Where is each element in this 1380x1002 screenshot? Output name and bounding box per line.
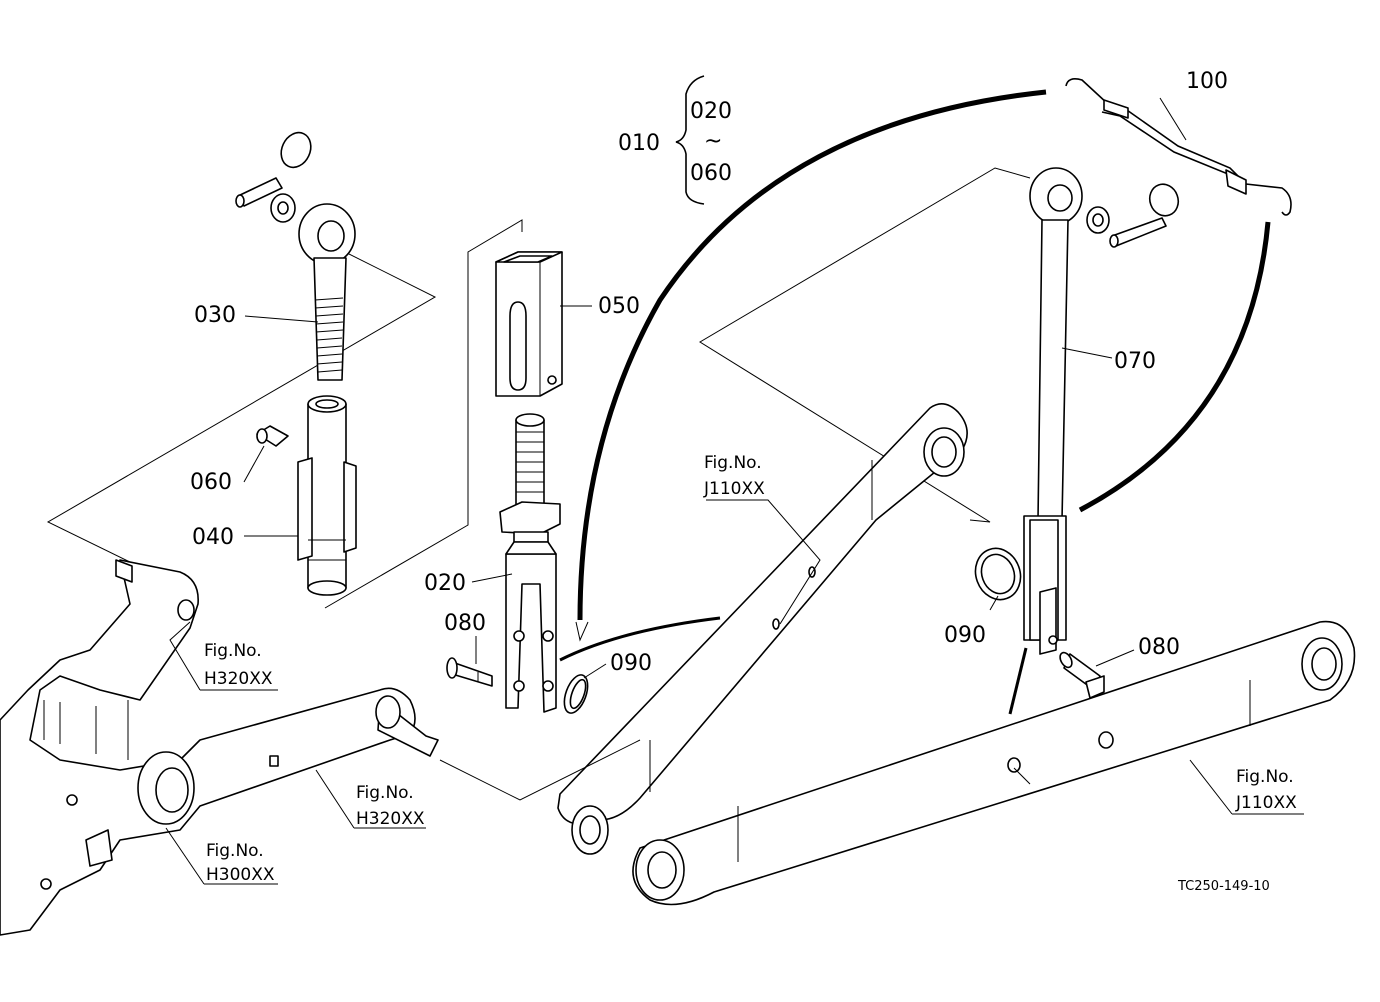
part-050-square-sleeve [495,251,563,397]
fig-ref-j110-lower-label: Fig.No. [1236,767,1294,787]
part-060-grease-nipple [256,425,289,447]
drawing-code: TC250-149-10 [1177,879,1270,894]
thread-lines [314,297,344,373]
label-020: 020 [424,571,466,596]
lower-link-left-arm [557,403,968,855]
right-pin-set [1086,183,1180,248]
label-060: 060 [190,470,232,495]
fig-ref-j110-upper-code: J110XX [703,479,765,499]
part-040-sleeve [297,395,357,596]
fig-ref-h300-code: H300XX [206,865,275,885]
part-070-lift-rod [1023,167,1083,655]
label-040: 040 [192,525,234,550]
label-080-left: 080 [444,611,486,636]
label-060-range-end: 060 [690,161,732,186]
lower-link-right-arm [632,620,1356,906]
fig-ref-j110-upper-label: Fig.No. [704,453,762,473]
part-080-pin-left [446,657,493,687]
label-080-right: 080 [1138,635,1180,660]
fig-ref-h320-lower-code: H320XX [356,809,425,829]
part-090-ring-left [563,674,589,714]
label-100: 100 [1186,69,1228,94]
tractor-rear-housing [0,559,439,936]
part-080-pin-right [1059,651,1105,699]
part-030-rod-end [235,131,356,381]
label-030: 030 [194,303,236,328]
lift-rod-boundary [699,167,1031,523]
part-090-ring-right [974,547,1022,601]
label-090-right: 090 [944,623,986,648]
label-050: 050 [598,294,640,319]
label-range-sep: ~ [704,129,722,154]
label-070: 070 [1114,349,1156,374]
part-020-clevis [499,413,561,713]
fig-ref-h320-upper-label: Fig.No. [204,641,262,661]
part-100-spring-clip [1065,78,1292,216]
assembly-bracket [675,75,705,205]
label-020-range-start: 020 [690,99,732,124]
part-labels: 010 020 ~ 060 030 050 060 040 020 080 09… [190,69,1228,676]
fig-ref-h320-lower-label: Fig.No. [356,783,414,803]
label-010: 010 [618,131,660,156]
clevis-thread [516,431,544,493]
connection-lines [559,89,1271,715]
fig-ref-h300-label: Fig.No. [206,841,264,861]
fig-ref-j110-lower-code: J110XX [1235,793,1297,813]
label-090-left: 090 [610,651,652,676]
fig-ref-h320-upper-code: H320XX [204,669,273,689]
top-link-boundary [46,219,523,609]
leader-lines [165,97,1304,885]
figure-references: Fig.No. J110XX Fig.No. H320XX Fig.No. H3… [204,453,1297,885]
